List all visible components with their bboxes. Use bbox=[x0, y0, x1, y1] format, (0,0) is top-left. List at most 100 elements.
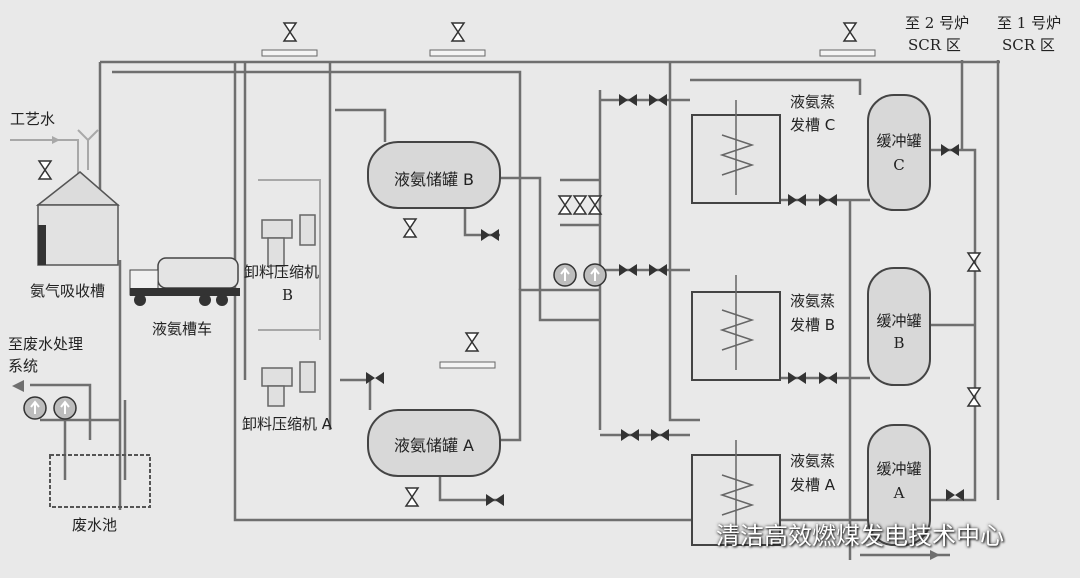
valve-icon[interactable] bbox=[788, 194, 806, 206]
valve-icon[interactable] bbox=[649, 94, 667, 106]
valve-icon[interactable] bbox=[819, 372, 837, 384]
label-tanker-truck: 液氨槽车 bbox=[152, 320, 213, 338]
label-process-water: 工艺水 bbox=[10, 110, 56, 128]
label-evaporator-c: 液氨蒸 bbox=[790, 93, 836, 111]
buffer-tank-a bbox=[867, 424, 931, 546]
label-to-boiler-2: 至 2 号炉 bbox=[905, 14, 970, 32]
label-buffer-b: 缓冲罐 bbox=[876, 312, 922, 330]
transfer-valve-pipes bbox=[560, 178, 600, 227]
label-compressor-b-letter: B bbox=[282, 286, 294, 304]
label-buffer-a: 缓冲罐 bbox=[876, 460, 922, 478]
valve-icon[interactable] bbox=[619, 94, 637, 106]
valve-icon[interactable] bbox=[464, 332, 480, 352]
evaporator-coils bbox=[719, 100, 755, 540]
spray-nozzle-icon bbox=[261, 49, 318, 57]
valve-icon[interactable] bbox=[842, 22, 858, 42]
pumps bbox=[23, 263, 607, 420]
label-ammonia-absorber: 氨气吸收槽 bbox=[30, 282, 106, 300]
compressors bbox=[261, 214, 316, 407]
storage-a-inlet bbox=[340, 378, 372, 410]
arrow-up-icon bbox=[30, 400, 40, 414]
label-boiler-2-scr: SCR 区 bbox=[908, 36, 961, 54]
label-buffer-b-letter: B bbox=[893, 334, 905, 352]
label-evaporator-c-2: 发槽 C bbox=[790, 116, 836, 134]
storage-a-outlet bbox=[500, 288, 600, 442]
arrow-right-icon bbox=[52, 136, 60, 144]
arrow-up-icon bbox=[560, 267, 570, 281]
buffer-tank-c bbox=[867, 94, 931, 211]
valve-icon[interactable] bbox=[366, 372, 384, 384]
label-buffer-c-letter: C bbox=[893, 156, 905, 174]
buffer-tanks bbox=[867, 94, 931, 546]
label-storage-tank-b: 液氨储罐 B bbox=[393, 170, 475, 189]
valve-icon[interactable] bbox=[941, 144, 959, 156]
label-evaporator-a-2: 发槽 A bbox=[790, 476, 836, 494]
light-pipes bbox=[10, 129, 321, 340]
valve-icon[interactable] bbox=[621, 429, 639, 441]
label-to-wastewater-system: 系统 bbox=[8, 357, 39, 375]
valve-icon[interactable] bbox=[481, 229, 499, 241]
valve-icon[interactable] bbox=[402, 218, 418, 238]
arrow-right-icon bbox=[930, 550, 940, 560]
label-compressor-b: 卸料压缩机 bbox=[244, 263, 320, 281]
valve-icon[interactable] bbox=[587, 195, 603, 215]
label-compressor-a: 卸料压缩机 A bbox=[242, 415, 333, 433]
buffer-tank-b bbox=[867, 267, 931, 386]
arrow-left-icon bbox=[12, 380, 24, 392]
compressor-bypass bbox=[258, 179, 321, 340]
arrow-up-icon bbox=[60, 400, 70, 414]
valve-icon[interactable] bbox=[819, 194, 837, 206]
evaporator-outlet-pipes bbox=[780, 198, 870, 380]
label-buffer-a-letter: A bbox=[893, 484, 905, 502]
valve-icon[interactable] bbox=[282, 22, 298, 42]
label-wastewater-pool: 废水池 bbox=[72, 516, 118, 534]
valve-icon[interactable] bbox=[404, 487, 420, 507]
label-boiler-1-scr: SCR 区 bbox=[1002, 36, 1055, 54]
storage-tank-a bbox=[367, 409, 501, 477]
valve-icon[interactable] bbox=[619, 264, 637, 276]
label-to-wastewater: 至废水处理 bbox=[8, 335, 84, 353]
storage-tank-b bbox=[367, 141, 501, 209]
label-buffer-c: 缓冲罐 bbox=[876, 132, 922, 150]
valves bbox=[37, 22, 982, 507]
spray-nozzle-icon bbox=[429, 49, 486, 57]
valve-icon[interactable] bbox=[37, 160, 53, 180]
storage-b-inlet bbox=[335, 108, 387, 142]
valve-icon[interactable] bbox=[966, 387, 982, 407]
valve-icon[interactable] bbox=[651, 429, 669, 441]
process-water-pipe bbox=[10, 139, 79, 180]
ammonia-absorber-tank bbox=[35, 171, 121, 266]
spray-nozzle-icon bbox=[439, 361, 496, 369]
vent-stack bbox=[77, 129, 99, 170]
spray-nozzle-icon bbox=[819, 49, 876, 57]
evaporator-inlet-pipes bbox=[600, 98, 690, 437]
label-evaporator-b: 液氨蒸 bbox=[790, 292, 836, 310]
storage-a-bottom bbox=[438, 475, 500, 502]
label-storage-tank-a: 液氨储罐 A bbox=[393, 436, 475, 455]
wastewater-pipes bbox=[30, 383, 127, 480]
label-evaporator-b-2: 发槽 B bbox=[790, 316, 836, 334]
label-to-boiler-1: 至 1 号炉 bbox=[997, 14, 1062, 32]
top-header-pipe-2 bbox=[112, 70, 522, 290]
label-evaporator-a: 液氨蒸 bbox=[790, 452, 836, 470]
wastewater-pool bbox=[49, 454, 151, 508]
tanker-truck bbox=[129, 257, 240, 306]
valve-icon[interactable] bbox=[557, 195, 573, 215]
valve-icon[interactable] bbox=[572, 195, 588, 215]
arrow-up-icon bbox=[590, 267, 600, 281]
valve-icon[interactable] bbox=[788, 372, 806, 384]
valve-icon[interactable] bbox=[946, 489, 964, 501]
valve-icon[interactable] bbox=[486, 494, 504, 506]
evaporator-feed-pipe bbox=[668, 62, 700, 422]
pipes bbox=[30, 60, 1000, 560]
watermark: 清洁高效燃煤发电技术中心 bbox=[716, 522, 1004, 550]
compressor-return-pipe bbox=[233, 62, 870, 522]
valve-icon[interactable] bbox=[649, 264, 667, 276]
evap-vent-pipe bbox=[690, 78, 862, 95]
storage-b-outlet bbox=[500, 176, 600, 322]
valve-icon[interactable] bbox=[966, 252, 982, 272]
scr-supply-pipes bbox=[960, 60, 1000, 500]
valve-icon[interactable] bbox=[450, 22, 466, 42]
